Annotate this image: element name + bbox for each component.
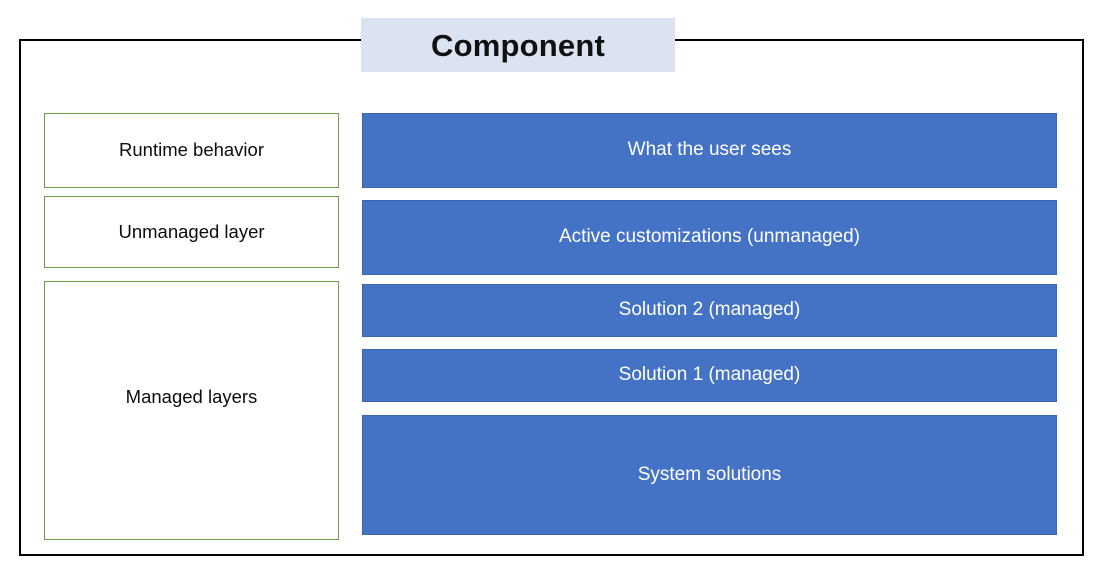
label-text-managed-layers: Managed layers bbox=[125, 386, 258, 408]
layer-bar-solution-2: Solution 2 (managed) bbox=[362, 284, 1057, 337]
page-title: Component bbox=[431, 27, 605, 63]
label-box-runtime-behavior: Runtime behavior bbox=[44, 113, 339, 188]
layer-bar-label-solution-2: Solution 2 (managed) bbox=[618, 299, 801, 321]
layer-bar-solution-1: Solution 1 (managed) bbox=[362, 349, 1057, 402]
layer-bar-label-solution-1: Solution 1 (managed) bbox=[618, 364, 801, 386]
layer-bar-label-system-solutions: System solutions bbox=[637, 463, 782, 485]
label-text-runtime-behavior: Runtime behavior bbox=[119, 139, 264, 161]
label-box-unmanaged-layer: Unmanaged layer bbox=[44, 196, 339, 268]
label-text-unmanaged-layer: Unmanaged layer bbox=[118, 220, 265, 242]
layer-bar-what-the-user-sees: What the user sees bbox=[362, 113, 1057, 188]
label-box-managed-layers: Managed layers bbox=[44, 281, 339, 540]
layer-bar-label-what-the-user-sees: What the user sees bbox=[627, 139, 792, 161]
layer-bar-system-solutions: System solutions bbox=[362, 415, 1057, 535]
title-banner: Component bbox=[361, 18, 675, 72]
layer-bar-label-active-customizations: Active customizations (unmanaged) bbox=[559, 226, 860, 248]
layer-bar-active-customizations: Active customizations (unmanaged) bbox=[362, 200, 1057, 275]
